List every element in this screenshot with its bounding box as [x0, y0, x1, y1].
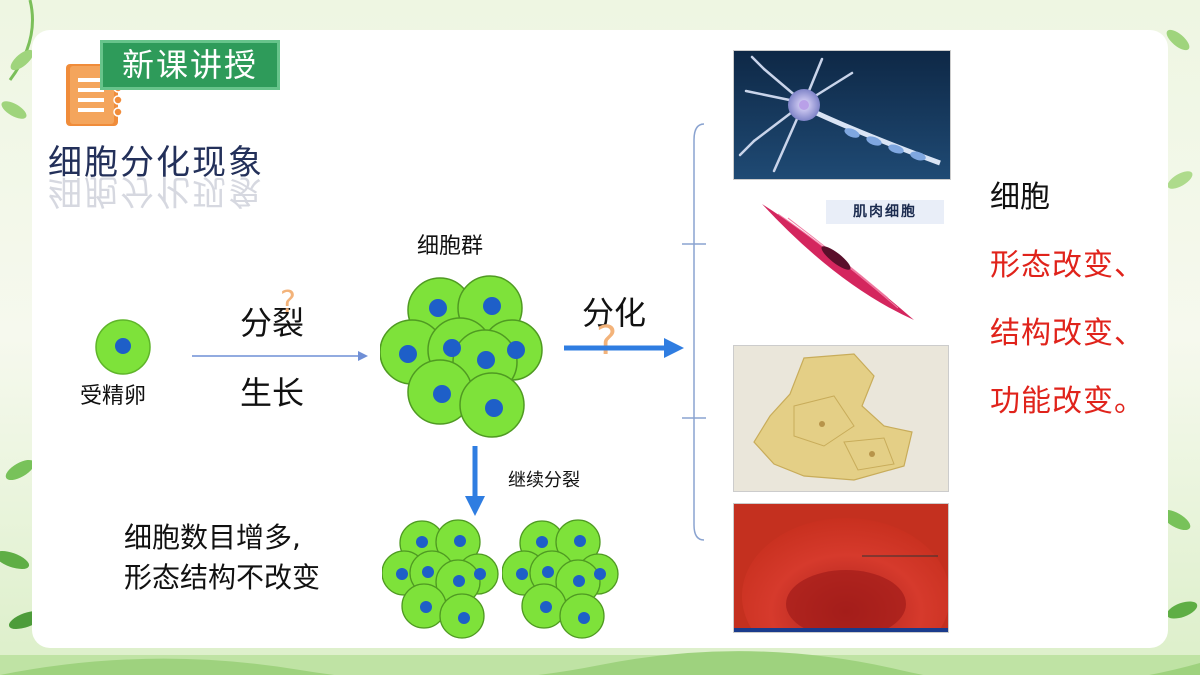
foliage-decoration-right — [1161, 29, 1198, 619]
fertilized-egg-cell — [95, 319, 151, 375]
section-badge: 新课讲授 — [100, 40, 280, 90]
page-title: 细胞分化现象 — [48, 143, 264, 183]
continue-divide-label: 继续分裂 — [508, 470, 580, 491]
grow-label: 生长 — [240, 374, 305, 412]
conclusion-line-structure: 结构改变、 — [990, 316, 1145, 351]
cell-cluster-small-right — [502, 519, 619, 639]
red-blood-cell-image — [733, 503, 949, 633]
conclusion-line-function: 功能改变。 — [990, 384, 1145, 419]
neuron-cell-image — [733, 50, 951, 180]
conclusion-line-shape: 形态改变、 — [990, 248, 1145, 283]
fertilized-egg-label: 受精卵 — [80, 384, 147, 409]
bracket — [682, 123, 706, 541]
result-text-line1: 细胞数目增多, — [124, 521, 301, 554]
cell-cluster-small-left — [382, 519, 499, 639]
divide-label: 分裂 — [240, 304, 305, 342]
conclusion-subject: 细胞 — [990, 180, 1050, 215]
muscle-cell-image — [762, 204, 914, 320]
cell-cluster-large — [380, 275, 543, 438]
question-mark-divide: ? — [280, 285, 296, 320]
continue-divide-arrow — [465, 446, 485, 516]
grass-decoration-bottom — [0, 651, 1200, 675]
divide-arrow — [192, 351, 368, 361]
epithelial-cell-image — [733, 345, 949, 492]
page-title-reflection: 细胞分化现象 — [48, 171, 264, 211]
question-mark-differentiate: ? — [596, 318, 618, 364]
muscle-cell-tag: 肌肉细胞 — [826, 200, 944, 224]
differentiate-label: 分化 — [582, 294, 647, 332]
differentiate-arrow — [564, 338, 684, 358]
cell-group-label: 细胞群 — [417, 234, 484, 259]
result-text-line2: 形态结构不改变 — [124, 561, 321, 594]
